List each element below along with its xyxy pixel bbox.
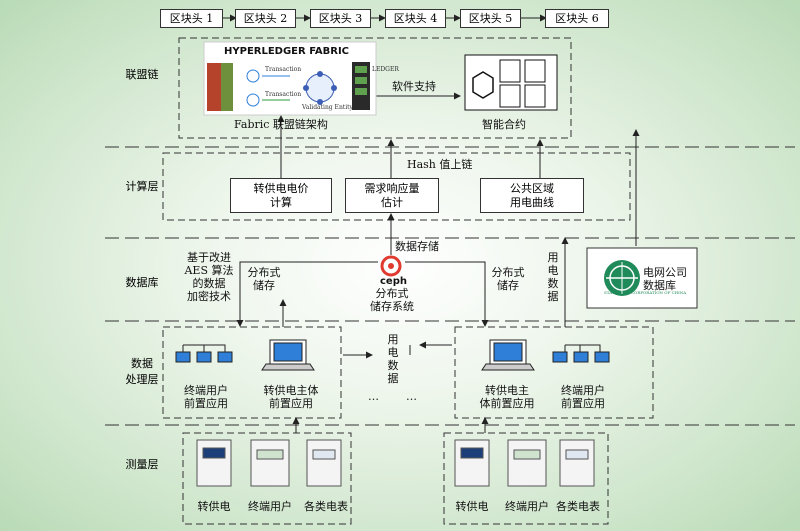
left-processing-box (162, 326, 342, 419)
demand-response-box: 需求响应量 估计 (345, 178, 439, 213)
left-meter-box (182, 432, 352, 525)
state-grid-seal-icon (586, 247, 698, 309)
layer-label-measurement: 测量层 (125, 458, 159, 471)
fabric-transaction-label-2: Transaction (265, 91, 302, 98)
aes-encryption-label: 基于改进 AES 算法 的数据 加密技术 (184, 251, 234, 303)
layer-label-processing: 数据 处理层 (125, 357, 159, 386)
fabric-architecture-figure (203, 41, 377, 116)
meter-right-label-3: 各类电表 (556, 500, 600, 513)
power-data-middle-label: 用 电 数 据 (387, 333, 399, 385)
hash-upchain-label: Hash 值上链 (407, 158, 473, 171)
meter-right-label-2: 终端用户 (505, 500, 549, 513)
left-main-app-label: 转供电主体 前置应用 (263, 384, 319, 410)
software-support-label: 软件支持 (392, 80, 436, 93)
left-users-app-label: 终端用户 前置应用 (184, 384, 228, 410)
right-main-app-label: 转供电主 体前置应用 (479, 384, 535, 410)
layer-label-database: 数据库 (125, 276, 159, 289)
ceph-caption: 分布式 储存系统 (370, 287, 414, 313)
fabric-logo-text: HYPERLEDGER FABRIC (224, 46, 349, 57)
ceph-logo-icon (380, 255, 402, 277)
grid-db-label: 电网公司 数据库 (643, 266, 687, 292)
smart-contract-icon (464, 54, 558, 111)
block-header-2: 区块头 2 (235, 9, 296, 28)
layer-label-compute: 计算层 (125, 180, 159, 193)
ceph-logo-text: ceph (380, 276, 407, 287)
distributed-storage-right-label: 分布式 储存 (491, 266, 525, 292)
public-area-curve-box: 公共区域 用电曲线 (480, 178, 584, 213)
right-meter-box (443, 432, 609, 525)
consortium-box (178, 37, 572, 139)
smart-contract-label: 智能合约 (482, 118, 526, 131)
meter-left-label-2: 终端用户 (248, 500, 292, 513)
power-data-label: 用 电 数 据 (547, 251, 559, 303)
block-header-4: 区块头 4 (385, 9, 446, 28)
meter-right-label-1: 转供电 (455, 500, 489, 513)
block-header-6: 区块头 6 (545, 9, 609, 28)
ellipsis-right: … (406, 390, 417, 403)
left-laptops (175, 339, 315, 371)
meters-right (454, 439, 595, 487)
grid-seal-text: STATE GRID CORPORATION OF CHINA (604, 290, 687, 295)
fabric-transaction-label-1: Transaction (265, 66, 302, 73)
meters-left (196, 439, 342, 487)
meter-left-label-3: 各类电表 (304, 500, 348, 513)
block-header-5: 区块头 5 (460, 9, 521, 28)
fabric-validating-label: Validating Entity (302, 104, 353, 111)
block-header-3: 区块头 3 (310, 9, 371, 28)
meter-left-label-1: 转供电 (197, 500, 231, 513)
right-users-app-label: 终端用户 前置应用 (561, 384, 605, 410)
right-processing-box (454, 326, 654, 419)
fabric-ledger-label: LEDGER (372, 66, 399, 73)
ellipsis-left: … (368, 390, 379, 403)
transfer-price-box: 转供电电价 计算 (230, 178, 332, 213)
block-header-1: 区块头 1 (160, 9, 223, 28)
data-storage-label: 数据存储 (395, 240, 439, 253)
right-laptops (481, 339, 610, 371)
layer-label-consortium: 联盟链 (125, 68, 159, 81)
compute-box (162, 152, 631, 221)
distributed-storage-left-label: 分布式 储存 (247, 266, 281, 292)
fabric-caption: Fabric 联盟链架构 (234, 118, 328, 131)
